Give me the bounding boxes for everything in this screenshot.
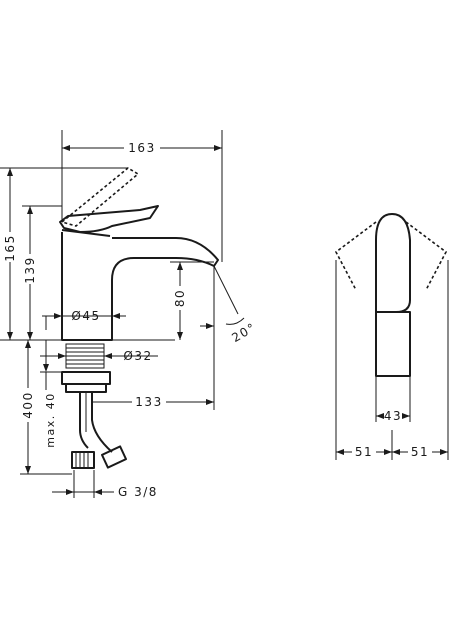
dim-swing-right: 51 bbox=[411, 445, 429, 459]
dim-max-clamp: max. 40 bbox=[44, 392, 57, 447]
hose-right bbox=[91, 392, 113, 453]
dim-thread: G 3/8 bbox=[118, 485, 158, 499]
faucet-body-outline bbox=[61, 232, 219, 341]
swing-left-outline bbox=[334, 221, 377, 291]
hose-left bbox=[79, 392, 89, 449]
swing-right-outline bbox=[405, 221, 448, 291]
dim-body-height: 139 bbox=[23, 256, 37, 283]
lever-raised-outline bbox=[60, 167, 140, 227]
body-front-outline bbox=[375, 311, 411, 377]
dim-hose-length: 400 bbox=[21, 391, 35, 418]
spout-angle-line bbox=[213, 265, 239, 315]
dim-spout-clearance: 80 bbox=[173, 289, 187, 307]
hose-fitting-left bbox=[71, 451, 95, 469]
mounting-nut bbox=[61, 371, 111, 393]
front-view: 43 51 51 bbox=[334, 213, 449, 460]
dim-spout-reach: 133 bbox=[135, 395, 162, 409]
lever-front-outline bbox=[375, 213, 411, 313]
side-view: 163 165 139 80 20° Ø45 bbox=[0, 130, 259, 499]
dim-overall-height: 165 bbox=[3, 234, 17, 261]
dim-shank-diameter: Ø32 bbox=[123, 349, 152, 363]
dim-handle-width: 43 bbox=[384, 409, 402, 423]
lever-outline bbox=[59, 205, 159, 233]
dim-body-diameter: Ø45 bbox=[71, 309, 100, 323]
hose-fitting-right bbox=[100, 445, 128, 469]
cartridge-cap bbox=[61, 229, 111, 237]
dim-overall-width: 163 bbox=[128, 141, 155, 155]
spout-angle-arc bbox=[225, 317, 245, 325]
dim-swing-left: 51 bbox=[355, 445, 373, 459]
